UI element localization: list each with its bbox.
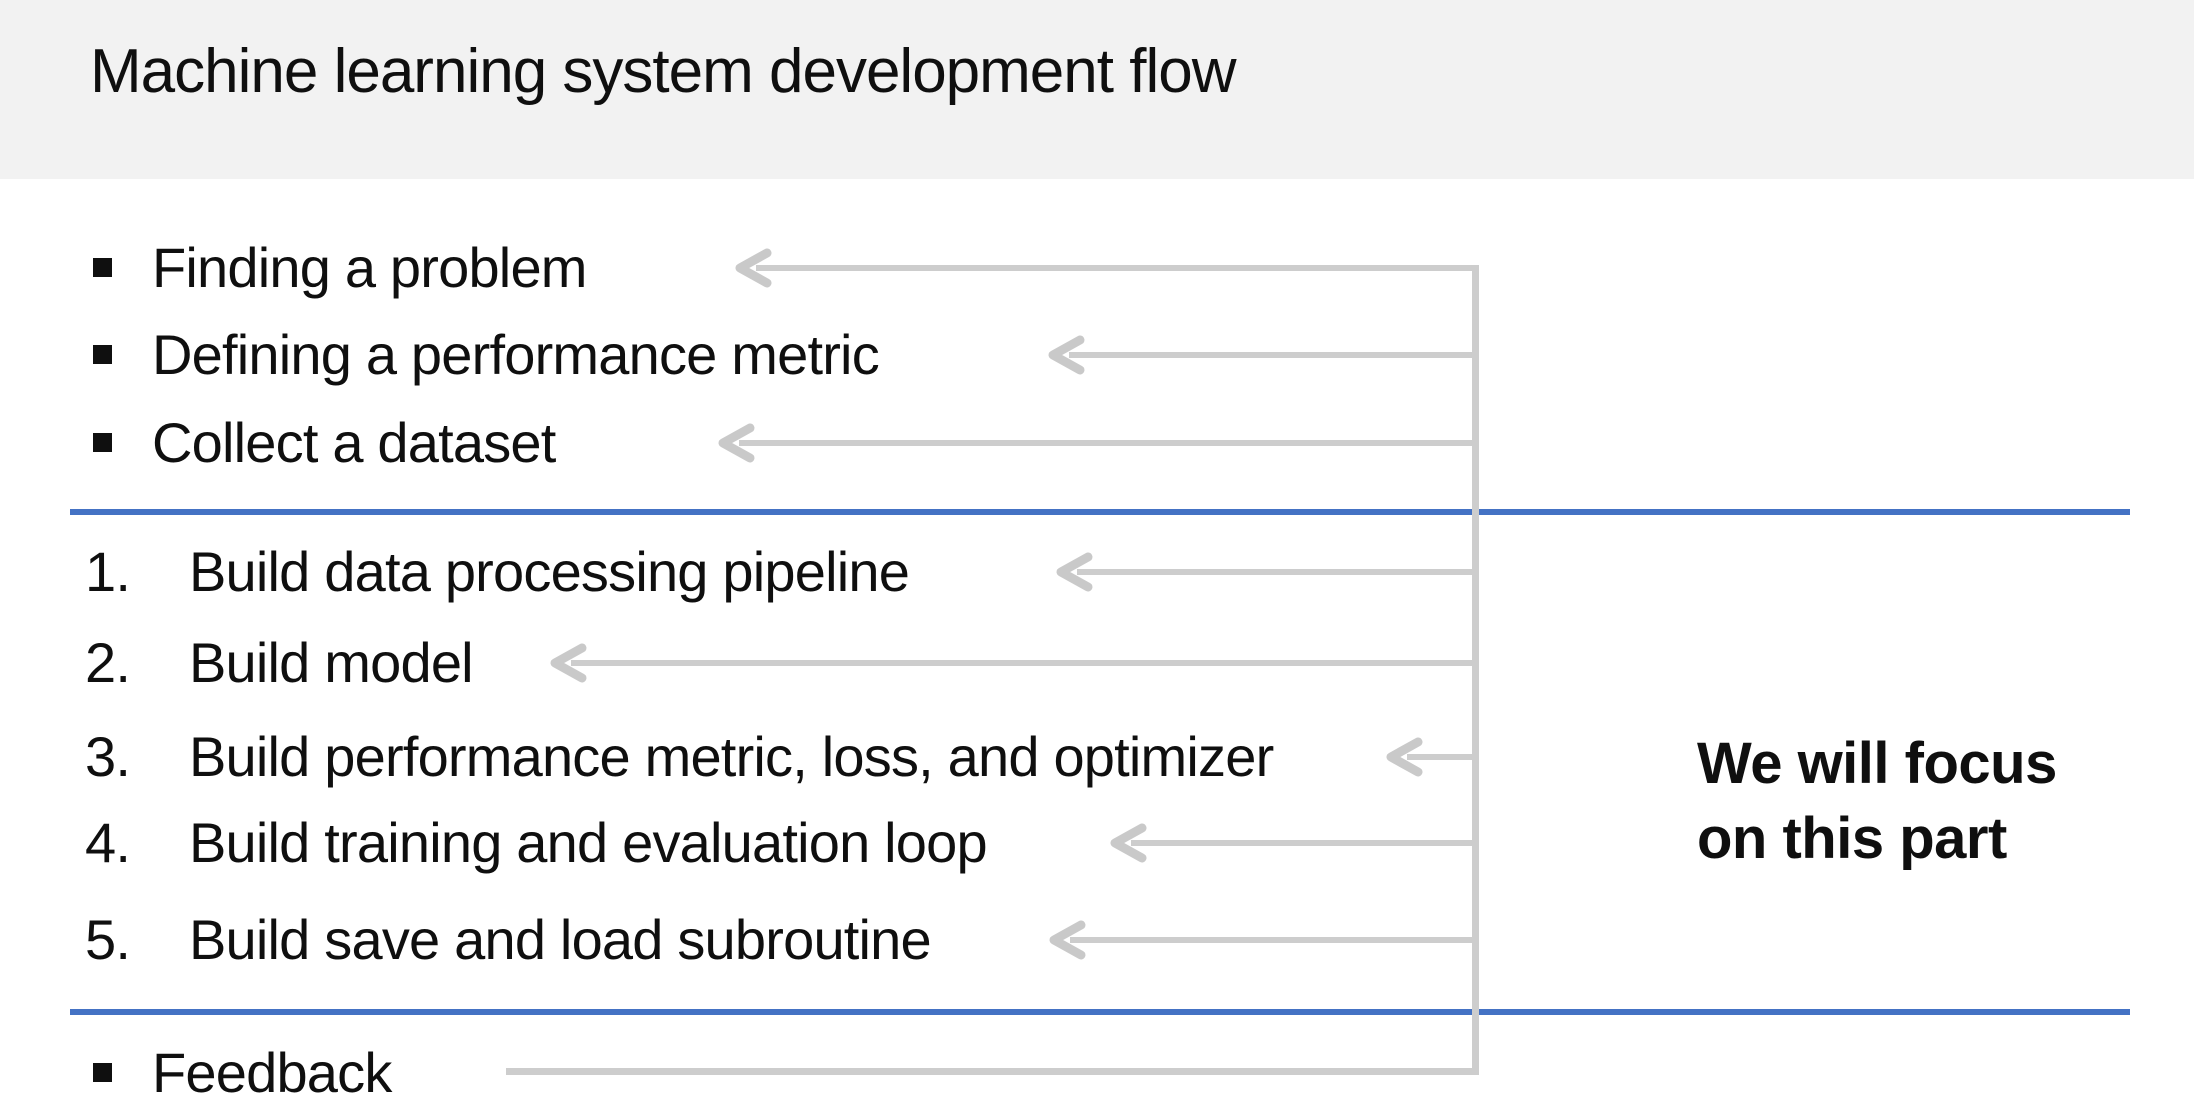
step-number: 4.: [85, 811, 131, 874]
connector-line: [571, 660, 1479, 666]
section-divider-bottom: [70, 1009, 2130, 1015]
step-number: 2.: [85, 631, 131, 694]
list-item-build-training-and-evaluation-loop: Build training and evaluation loop: [189, 811, 988, 874]
connector-line: [1077, 569, 1479, 575]
section-divider-top: [70, 509, 2130, 515]
list-item-collect-a-dataset: Collect a dataset: [152, 411, 556, 474]
bullet-square-icon: [93, 1063, 112, 1082]
arrow-left-icon: [550, 643, 587, 683]
feedback-source-line: [506, 1068, 1479, 1075]
arrow-left-icon: [735, 248, 772, 288]
step-number: 5.: [85, 908, 131, 971]
connector-line: [1407, 754, 1479, 760]
step-number: 1.: [85, 540, 131, 603]
arrow-left-icon: [1110, 823, 1147, 863]
list-item-finding-a-problem: Finding a problem: [152, 236, 587, 299]
connector-line: [1070, 937, 1479, 943]
bullet-square-icon: [93, 433, 112, 452]
connector-line: [756, 265, 1479, 271]
list-item-build-model: Build model: [189, 631, 474, 694]
page-title: Machine learning system development flow: [90, 37, 1236, 106]
list-item-build-performance-metric-loss-optimizer: Build performance metric, loss, and opti…: [189, 725, 1274, 788]
connector-line: [1131, 840, 1479, 846]
arrow-left-icon: [1056, 552, 1093, 592]
bullet-square-icon: [93, 345, 112, 364]
header-band: [0, 0, 2194, 179]
bullet-square-icon: [93, 258, 112, 277]
arrow-left-icon: [1048, 335, 1085, 375]
arrow-left-icon: [718, 423, 755, 463]
connector-line: [1069, 352, 1479, 358]
connector-line: [739, 440, 1479, 446]
list-item-build-data-processing-pipeline: Build data processing pipeline: [189, 540, 910, 603]
list-item-build-save-and-load-subroutine: Build save and load subroutine: [189, 908, 932, 971]
feedback-loop-vertical-line: [1472, 265, 1479, 1075]
arrow-left-icon: [1049, 920, 1086, 960]
list-item-defining-a-performance-metric: Defining a performance metric: [152, 323, 880, 386]
arrow-left-icon: [1386, 737, 1423, 777]
step-number: 3.: [85, 725, 131, 788]
focus-annotation: We will focus on this part: [1697, 731, 2057, 871]
list-item-feedback: Feedback: [152, 1041, 392, 1104]
